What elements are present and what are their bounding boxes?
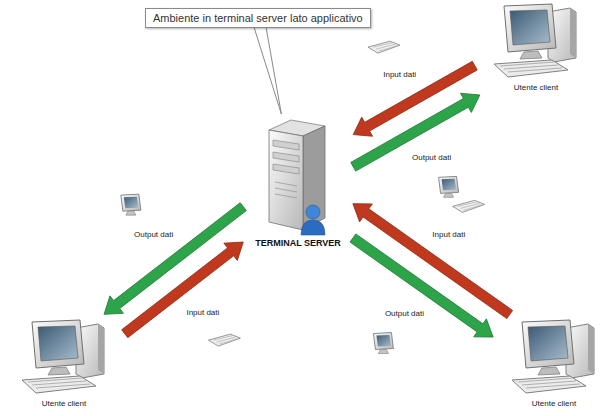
monitor-icon <box>121 194 141 215</box>
data-flow-arrow <box>350 234 493 337</box>
server-icon <box>263 116 333 236</box>
client-node: Utente client <box>480 2 592 92</box>
callout-box: Ambiente in terminal server lato applica… <box>145 8 371 28</box>
node-label: Utente client <box>480 83 592 92</box>
computer-icon <box>512 320 594 393</box>
edge-label: Output dati <box>132 230 175 239</box>
data-flow-arrow <box>351 93 480 171</box>
computer-icon <box>486 2 586 82</box>
keyboard-icon <box>208 334 240 346</box>
edge-label: Input dati <box>184 308 221 317</box>
callout-pointer <box>254 24 282 114</box>
keyboard-icon <box>453 200 485 212</box>
computer-icon <box>494 4 576 77</box>
client-node: Utente client <box>498 318 610 408</box>
data-flow-arrow <box>353 61 477 136</box>
edge-label: Input dati <box>430 230 467 239</box>
edge-label: Output dati <box>410 153 453 162</box>
monitor-icon <box>439 176 459 197</box>
data-flow-arrow <box>122 242 244 338</box>
node-label: TERMINAL SERVER <box>248 238 348 248</box>
callout-text: Ambiente in terminal server lato applica… <box>153 12 363 24</box>
node-label: Utente client <box>498 399 610 408</box>
server-icon <box>269 120 325 235</box>
computer-icon <box>22 320 104 393</box>
monitor-icon <box>373 333 393 354</box>
edge-label: Output dati <box>383 309 426 318</box>
client-node: Utente client <box>8 318 120 408</box>
keyboard-icon <box>368 41 400 53</box>
computer-icon <box>504 318 604 398</box>
node-label: Utente client <box>8 399 120 408</box>
edge-label: Input dati <box>381 70 418 79</box>
server-node: TERMINAL SERVER <box>248 116 348 248</box>
computer-icon <box>14 318 114 398</box>
